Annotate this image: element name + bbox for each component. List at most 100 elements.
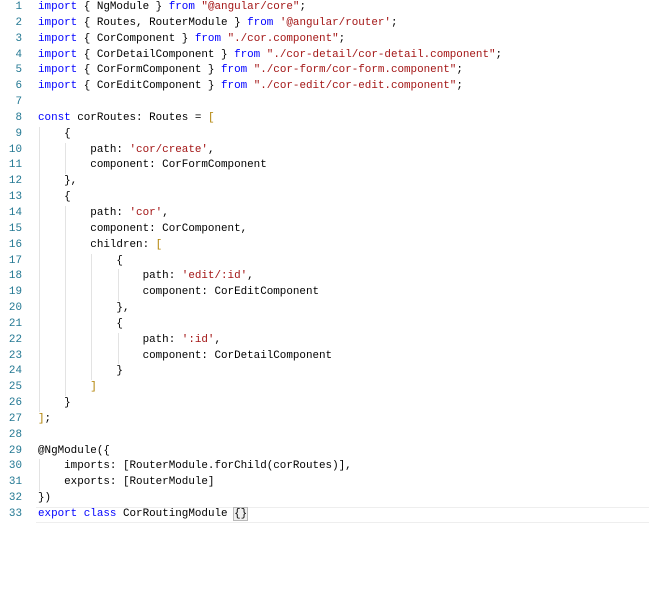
- code-token: {: [38, 127, 71, 140]
- indent-guide: [65, 364, 67, 381]
- code-line[interactable]: 25 ]: [0, 380, 649, 397]
- code-token: ;: [456, 80, 463, 93]
- code-line[interactable]: 12 },: [0, 174, 649, 191]
- code-line[interactable]: 17 {: [0, 253, 649, 270]
- line-number: 15: [8, 222, 22, 235]
- indent-guide: [39, 285, 40, 302]
- code-text: ]: [38, 380, 97, 396]
- indent-guide: [65, 221, 67, 238]
- line-number: 1: [15, 1, 22, 13]
- code-line[interactable]: 3 import { CorComponent } from "./cor.com…: [0, 32, 649, 48]
- code-line[interactable]: 26 }: [0, 396, 649, 412]
- code-line[interactable]: 13 {: [0, 190, 649, 206]
- string-token: ':id': [181, 333, 215, 346]
- code-line[interactable]: 9 {: [0, 126, 649, 143]
- code-line[interactable]: 27];: [0, 412, 649, 428]
- code-token: ,: [207, 143, 215, 156]
- code-line[interactable]: 10 path: 'cor/create',: [0, 142, 649, 159]
- keyword-token: import: [38, 64, 78, 77]
- indent-guide: [91, 316, 93, 333]
- bracket-token: ]: [38, 412, 45, 425]
- code-token: component: CorFormComponent: [38, 159, 267, 172]
- code-line[interactable]: 21 {: [0, 316, 649, 333]
- code-token: {: [38, 254, 123, 267]
- line-number: 6: [15, 80, 22, 93]
- bracket-match: {}: [233, 507, 249, 521]
- code-token: { Routes, RouterModule }: [77, 16, 248, 29]
- indent-guide: [39, 380, 40, 397]
- code-line[interactable]: 15 component: CorComponent,: [0, 221, 649, 238]
- keyword-token: import: [38, 16, 78, 29]
- code-token: }: [38, 397, 71, 410]
- code-token: }: [38, 365, 123, 378]
- string-token: 'cor': [129, 206, 163, 219]
- code-text: import { CorComponent } from "./cor.comp…: [38, 32, 345, 48]
- line-number: 18: [8, 270, 22, 283]
- line-number: 13: [8, 191, 22, 204]
- code-line[interactable]: 32}): [0, 491, 649, 507]
- code-token: { NgModule }: [77, 1, 169, 13]
- code-token: path:: [38, 333, 182, 346]
- code-text: path: 'cor/create',: [38, 143, 214, 159]
- indent-guide: [65, 332, 67, 349]
- keyword-token: export: [38, 508, 78, 520]
- code-line[interactable]: 22 path: ':id',: [0, 332, 649, 349]
- code-token: { CorFormComponent }: [77, 64, 221, 77]
- code-line[interactable]: 29@NgModule({: [0, 444, 649, 460]
- indent-guide: [117, 285, 119, 302]
- string-token: "./cor-detail/cor-detail.component": [266, 48, 496, 61]
- code-text: @NgModule({: [38, 444, 110, 460]
- code-line[interactable]: 7: [0, 95, 649, 111]
- keyword-token: import: [38, 80, 78, 93]
- line-number: 3: [15, 32, 22, 45]
- code-line[interactable]: 14 path: 'cor',: [0, 205, 649, 222]
- line-number: 24: [8, 365, 22, 378]
- code-text: export class CorRoutingModule {}: [38, 507, 249, 523]
- indent-guide: [65, 316, 67, 333]
- code-token: exports: [RouterModule]: [38, 476, 215, 489]
- indent-guide: [65, 237, 67, 254]
- line-number: 25: [8, 381, 22, 394]
- code-line[interactable]: 19 component: CorEditComponent: [0, 285, 649, 302]
- line-number: 10: [8, 143, 22, 156]
- indent-guide: [39, 205, 40, 222]
- keyword-token: from: [168, 1, 195, 13]
- line-number: 28: [8, 428, 22, 441]
- string-token: 'cor/create': [129, 143, 208, 156]
- indent-guide: [65, 142, 67, 159]
- code-token: imports: [RouterModule.forChild(corRoute…: [38, 460, 352, 473]
- code-token: ;: [338, 32, 346, 45]
- indent-guide: [39, 253, 40, 270]
- indent-guide: [39, 316, 40, 333]
- code-line[interactable]: 23 component: CorDetailComponent: [0, 348, 649, 365]
- code-token: {: [38, 191, 71, 204]
- code-text: {: [38, 190, 71, 206]
- code-token: corRoutes: Routes =: [70, 111, 208, 124]
- line-number: 31: [8, 476, 22, 489]
- indent-guide: [39, 174, 40, 191]
- code-line[interactable]: 16 children: [: [0, 237, 649, 254]
- code-line[interactable]: 28: [0, 428, 649, 444]
- code-line[interactable]: 18 path: 'edit/:id',: [0, 269, 649, 286]
- code-line[interactable]: 31 exports: [RouterModule]: [0, 475, 649, 492]
- code-line[interactable]: 11 component: CorFormComponent: [0, 158, 649, 175]
- string-token: "./cor-edit/cor-edit.component": [253, 80, 457, 93]
- code-text: children: [: [38, 238, 162, 254]
- indent-guide: [39, 158, 40, 175]
- code-line[interactable]: 30 imports: [RouterModule.forChild(corRo…: [0, 459, 649, 476]
- line-number: 26: [8, 397, 22, 410]
- code-token: ;: [390, 16, 398, 29]
- code-line[interactable]: 20 },: [0, 301, 649, 317]
- code-line[interactable]: 24 }: [0, 364, 649, 381]
- indent-guide: [39, 126, 40, 143]
- indent-guide: [39, 190, 40, 206]
- string-token: "./cor.component": [227, 32, 339, 45]
